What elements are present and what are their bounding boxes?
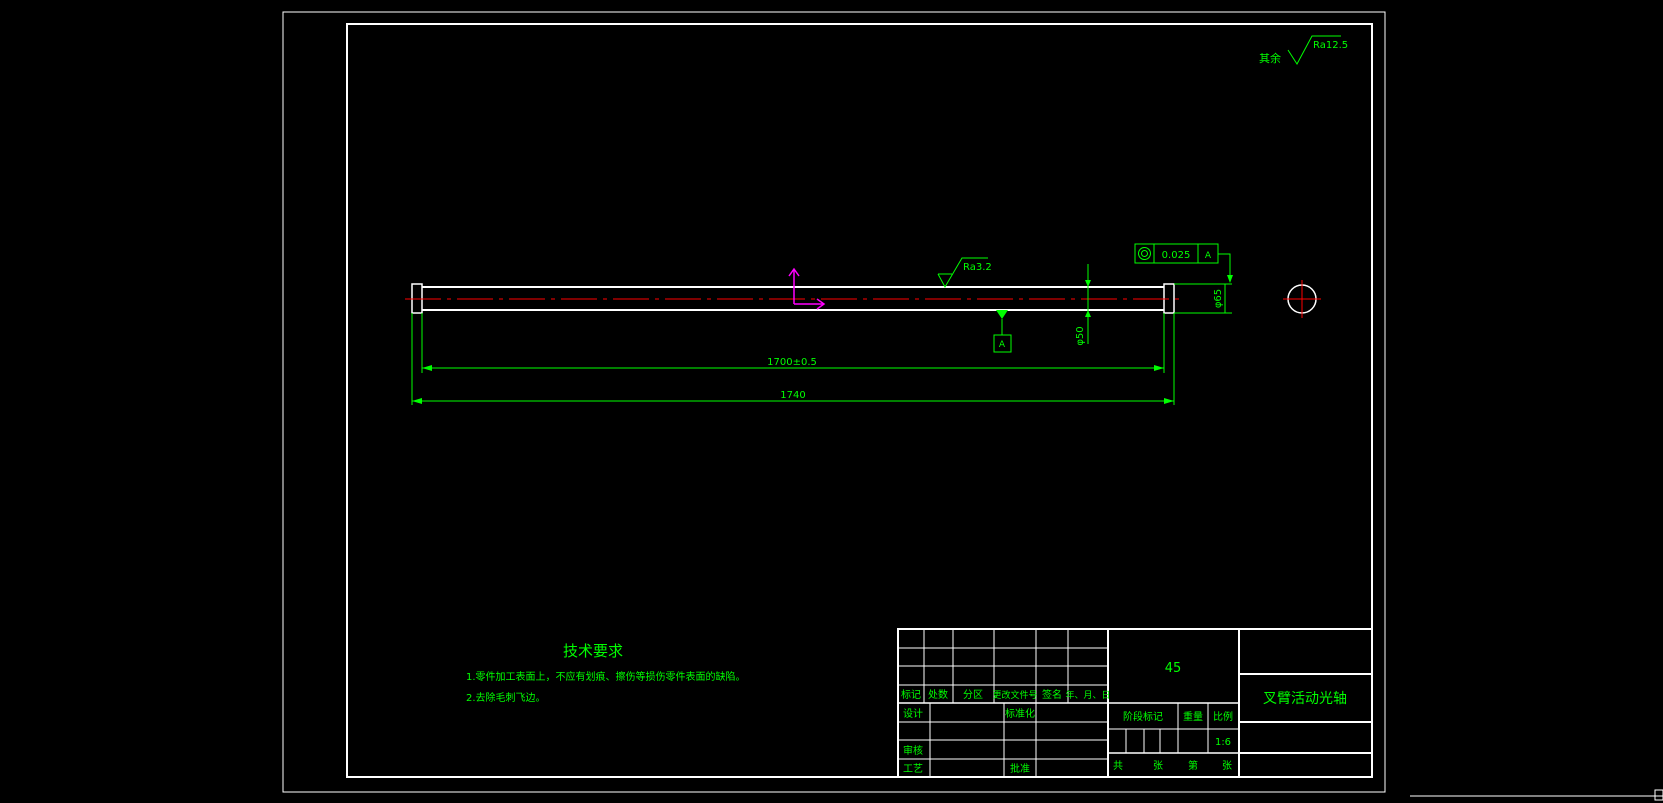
scale-value: 1:6 [1215, 737, 1231, 748]
title-block-label: 设计 [903, 707, 923, 720]
title-block-text: 标记 处数 分区 更改文件号 签名 年、月、日 设计 标准化 审核 工艺 批准 … [901, 661, 1347, 775]
title-block-label: 更改文件号 [992, 689, 1037, 701]
general-roughness-value: Ra12.5 [1313, 40, 1348, 51]
length-inner-text: 1700±0.5 [767, 357, 817, 368]
roughness-symbol-icon [1287, 35, 1341, 65]
tolerance-value: 0.025 [1162, 250, 1191, 261]
part-name: 叉臂活动光轴 [1263, 691, 1347, 707]
material-value: 45 [1165, 661, 1182, 676]
diameter-body-dim: φ50 [1075, 264, 1091, 346]
title-block-label: 张 [1222, 760, 1232, 772]
length-inner-dim: 1700±0.5 [421, 313, 1165, 373]
shaft-roughness: Ra3.2 [937, 257, 992, 289]
title-block-label: 处数 [928, 688, 948, 701]
shaft [405, 283, 1180, 314]
title-block-label: 张 [1153, 760, 1163, 772]
shaft-roughness-value: Ra3.2 [963, 262, 992, 273]
title-block-label: 年、月、日 [1065, 689, 1110, 701]
title-block-label: 分区 [963, 689, 983, 701]
diameter-right-text: φ65 [1213, 289, 1224, 308]
viewport-edge-marker [1654, 789, 1663, 801]
inner-frame [346, 23, 1373, 778]
title-block-label: 标记 [901, 689, 921, 701]
title-block-label: 签名 [1042, 688, 1062, 701]
general-roughness-prefix: 其余 [1259, 51, 1281, 65]
length-total-text: 1740 [780, 390, 805, 401]
title-block-label: 标准化 [1005, 707, 1035, 720]
title-block-label: 工艺 [903, 763, 923, 775]
tolerance-frame: 0.025 A [1134, 243, 1233, 283]
tech-requirement-item: 1.零件加工表面上，不应有划痕、擦伤等损伤零件表面的缺陷。 [466, 670, 746, 683]
tech-requirement-item: 2.去除毛刺飞边。 [466, 691, 546, 704]
title-block [897, 628, 1373, 778]
title-block-label: 审核 [903, 744, 923, 757]
title-block-label: 阶段标记 [1123, 710, 1163, 723]
datum-label: A [999, 340, 1006, 350]
tolerance-datum: A [1205, 251, 1212, 261]
title-block-label: 比例 [1213, 710, 1233, 723]
tech-requirements: 技术要求 1.零件加工表面上，不应有划痕、擦伤等损伤零件表面的缺陷。 2.去除毛… [466, 642, 746, 704]
outer-frame [282, 11, 1386, 793]
title-block-label: 共 [1113, 760, 1123, 772]
title-block-label: 批准 [1010, 762, 1030, 775]
general-roughness: 其余 Ra12.5 [1259, 35, 1348, 65]
length-total-dim: 1740 [411, 313, 1175, 405]
datum-triangle-icon [996, 310, 1008, 319]
title-block-label: 重量 [1183, 710, 1203, 723]
end-view [1283, 280, 1321, 318]
roughness-symbol-icon [937, 257, 988, 289]
concentricity-icon [1138, 247, 1151, 260]
datum-feature: A [993, 310, 1012, 353]
title-block-label: 第 [1188, 759, 1198, 772]
ucs-icon [788, 267, 826, 310]
diameter-right-dim: φ65 [1174, 283, 1232, 314]
diameter-body-text: φ50 [1075, 326, 1086, 345]
tech-requirements-title: 技术要求 [563, 642, 623, 660]
